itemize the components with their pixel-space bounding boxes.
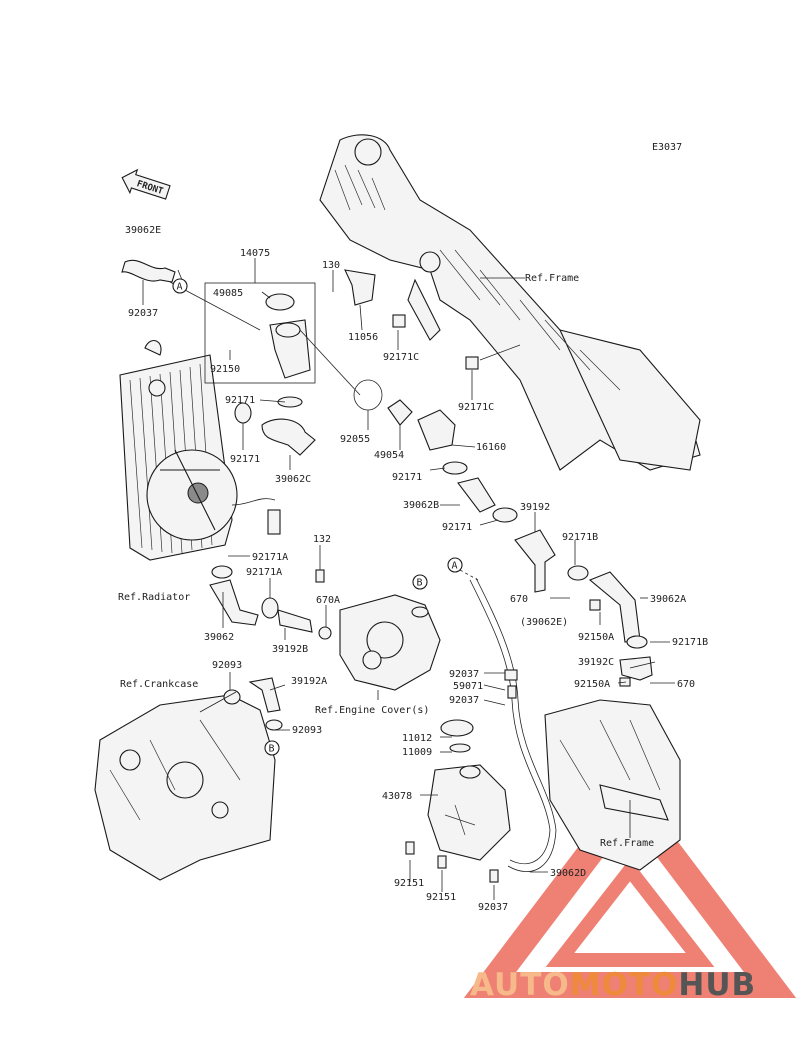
part-label: 39192B (272, 644, 308, 655)
part-label: 11012 (402, 733, 432, 744)
frame-assembly (319, 134, 701, 471)
watermark-part3: HUB (678, 967, 756, 1003)
part-label: 92171B (672, 637, 708, 648)
part-label: 92150 (210, 364, 240, 375)
watermark-logo-icon (463, 778, 797, 998)
part-label: 130 (322, 260, 340, 271)
ref-label: Ref.Crankcase (120, 679, 198, 690)
hose-39062d (469, 577, 557, 872)
part-label: 92151 (394, 878, 424, 889)
ref-label: Ref.Frame (600, 838, 654, 849)
part-label: 39062D (550, 868, 586, 879)
callout-b-lower: B (264, 740, 280, 756)
front-arrow-icon: FRONT (121, 168, 171, 200)
water-pump-cover (405, 719, 511, 883)
svg-text:A: A (452, 561, 458, 572)
part-label: 39062 (204, 632, 234, 643)
svg-text:B: B (269, 744, 275, 755)
part-label: 92171 (225, 395, 255, 406)
watermark-part2: MOTO (570, 967, 679, 1003)
pipe-39192a (223, 677, 283, 731)
part-label: 92150A (574, 679, 610, 690)
crankcase (94, 694, 276, 881)
part-label: 14075 (240, 248, 270, 259)
part-label: 39192C (578, 657, 614, 668)
part-label: 92037 (478, 902, 508, 913)
part-label: 92171C (383, 352, 419, 363)
part-label: 92055 (340, 434, 370, 445)
part-label: 39192A (291, 676, 327, 687)
hose-39062b (457, 477, 518, 523)
part-label: 92150A (578, 632, 614, 643)
engine-cover (339, 594, 441, 691)
bracket-11056 (344, 269, 479, 370)
part-label: 16160 (476, 442, 506, 453)
part-label: 92037 (449, 695, 479, 706)
frame-lower-right (544, 699, 681, 871)
thermostat-parts (353, 379, 468, 475)
part-label: (39062E) (520, 617, 568, 628)
filler-neck-14075 (204, 282, 316, 384)
part-label: 670 (677, 679, 695, 690)
part-label: 92171 (442, 522, 472, 533)
callout-a-top: A (172, 278, 188, 294)
hose-39062c (234, 396, 316, 456)
svg-text:A: A (177, 282, 183, 293)
part-label: 11056 (348, 332, 378, 343)
part-label: 11009 (402, 747, 432, 758)
hose-39062e (121, 259, 176, 283)
part-label: 92171 (230, 454, 260, 465)
part-label: 92037 (128, 308, 158, 319)
part-label: 49085 (213, 288, 243, 299)
diagram-labels: E3037 39062E 92037 14075 49085 130 11056… (118, 142, 708, 913)
pipe-39192 (514, 529, 589, 593)
part-label: 39062A (650, 594, 686, 605)
part-label: 92093 (212, 660, 242, 671)
part-label: 92171 (392, 472, 422, 483)
svg-text:AUTOMOTOHUB: AUTOMOTOHUB (470, 967, 756, 1003)
watermark-text: AUTOMOTOHUB (470, 967, 756, 1003)
ref-label: Ref.Engine Cover(s) (315, 705, 429, 716)
part-label: 92171A (246, 567, 282, 578)
svg-text:B: B (417, 578, 423, 589)
part-label: 92171B (562, 532, 598, 543)
watermark-part1: AUTO (470, 967, 570, 1003)
part-label: 92171C (458, 402, 494, 413)
part-label: 43078 (382, 791, 412, 802)
hose-39062 (209, 565, 279, 626)
part-label: 59071 (453, 681, 483, 692)
radiator-assembly (119, 340, 281, 561)
part-label: 39062B (403, 500, 439, 511)
hose-39062a (588, 571, 653, 687)
part-label: 39062C (275, 474, 311, 485)
part-label: 39192 (520, 502, 550, 513)
part-label: 49054 (374, 450, 404, 461)
part-label: 670 (510, 594, 528, 605)
ref-label: Ref.Frame (525, 273, 579, 284)
callout-b-cover: B (412, 574, 428, 590)
part-label: 92037 (449, 669, 479, 680)
diagram-code: E3037 (652, 142, 682, 153)
part-label: 39062E (125, 225, 161, 236)
part-label: 92093 (292, 725, 322, 736)
callout-a-mid: A (447, 557, 463, 573)
part-label: 670A (316, 595, 340, 606)
pipe-39192b (277, 569, 332, 640)
part-label: 92151 (426, 892, 456, 903)
ref-label: Ref.Radiator (118, 592, 190, 603)
part-label: 92171A (252, 552, 288, 563)
part-label: 132 (313, 534, 331, 545)
